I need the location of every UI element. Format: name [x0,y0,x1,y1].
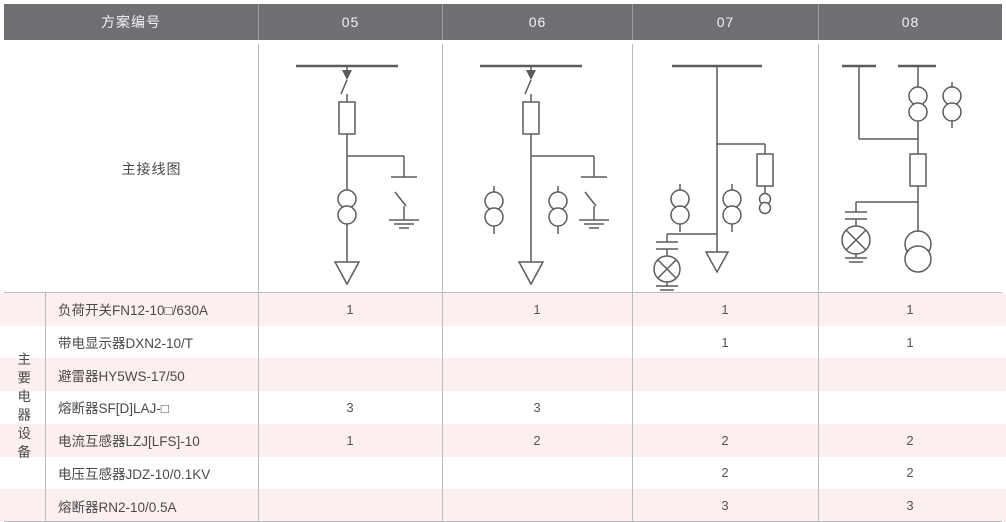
quantity-cell-06: 2 [533,432,541,448]
quantity-cell-06: 1 [533,301,541,317]
quantity-cell-07: 2 [721,465,729,481]
diagram-scheme-06 [442,44,632,293]
divider-side-label [45,293,46,522]
divider-col-05-06 [442,44,443,522]
header-cell-scheme-number: 方案编号 [101,14,161,30]
quantity-cell-06 [442,457,632,490]
quantity-cell-07: 2 [721,432,729,448]
quantity-cell-05: 3 [346,399,354,415]
header-cell-06: 06 [442,4,632,40]
table-row: 熔断器SF[D]LAJ-□ 3 3 [0,391,1006,424]
quantity-cell-07 [632,391,818,424]
quantity-cell-07: 1 [721,301,729,317]
quantity-cell-07: 1 [721,334,729,350]
quantity-cell-07: 3 [721,498,729,514]
quantity-cell-06: 3 [533,399,541,415]
equipment-name-cell: 熔断器SF[D]LAJ-□ [58,401,169,417]
quantity-cell-06 [442,358,632,391]
quantity-cell-07 [632,358,818,391]
table-row: 带电显示器DXN2-10/T 1 1 [0,325,1006,359]
rule-below-diagram [4,292,1002,293]
table-row: 避雷器HY5WS-17/50 [0,358,1006,392]
equipment-data-rows: 负荷开关FN12-10□/630A 1 1 1 1 带电显示器DXN2-10/T 1 1 避雷器… [0,293,1006,522]
equipment-name-cell: 负荷开关FN12-10□/630A [58,303,208,319]
side-label-main-equipment: 主要电器设备 [0,293,45,522]
quantity-cell-08 [818,391,1002,424]
divider-col-label [258,44,259,522]
divider-col-07-08 [818,44,819,522]
equipment-name-cell: 熔断器RN2-10/0.5A [58,499,177,515]
quantity-cell-08: 1 [906,334,914,350]
header-cell-07: 07 [632,4,818,40]
table-row: 负荷开关FN12-10□/630A 1 1 1 1 [0,293,1006,326]
divider-col-06-07 [632,44,633,522]
side-label-text: 主要电器设备 [15,352,31,463]
table-row: 电压互感器JDZ-10/0.1KV 2 2 [0,456,1006,490]
quantity-cell-05 [258,326,442,359]
diagram-scheme-08 [818,44,1002,293]
main-wiring-diagram-label: 主接线图 [121,160,182,177]
quantity-cell-08 [818,358,1002,391]
quantity-cell-08: 2 [906,432,914,448]
table-row: 熔断器RN2-10/0.5A 3 3 [0,489,1006,522]
diagram-scheme-05 [258,44,442,293]
main-wiring-diagram-row: 主接线图 [0,44,1006,293]
quantity-cell-08: 2 [906,465,914,481]
table-row: 电流互感器LZJ[LFS]-10 1 2 2 2 [0,423,1006,457]
quantity-cell-08: 1 [906,301,914,317]
quantity-cell-05: 1 [346,432,354,448]
header-cell-08: 08 [818,4,1002,40]
equipment-name-cell: 电压互感器JDZ-10/0.1KV [58,466,211,482]
header-cell-05: 05 [258,4,442,40]
diagram-scheme-07 [632,44,818,293]
equipment-name-cell: 电流互感器LZJ[LFS]-10 [58,434,200,450]
quantity-cell-08: 3 [906,498,914,514]
quantity-cell-05 [258,489,442,522]
quantity-cell-06 [442,326,632,359]
table-header-row: 方案编号 05 06 07 08 [4,4,1002,40]
equipment-name-cell: 避雷器HY5WS-17/50 [58,368,185,384]
quantity-cell-06 [442,489,632,522]
quantity-cell-05: 1 [346,301,354,317]
quantity-cell-05 [258,358,442,391]
equipment-name-cell: 带电显示器DXN2-10/T [58,336,194,352]
quantity-cell-05 [258,457,442,490]
